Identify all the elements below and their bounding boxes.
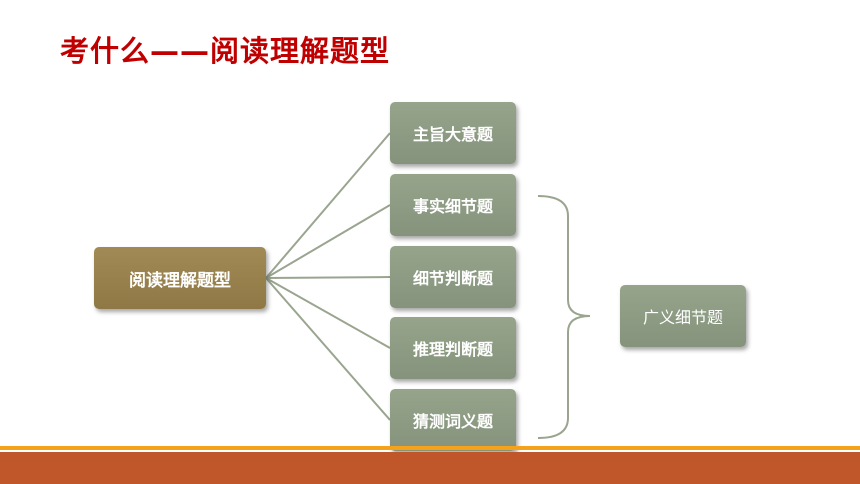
group-brace bbox=[537, 195, 591, 439]
node-main-idea: 主旨大意题 bbox=[390, 102, 516, 164]
node-fact-detail: 事实细节题 bbox=[390, 174, 516, 236]
footer-bar bbox=[0, 452, 860, 484]
root-node: 阅读理解题型 bbox=[94, 247, 266, 309]
connector-fact-detail bbox=[265, 204, 391, 279]
node-detail-judgment: 细节判断题 bbox=[390, 246, 516, 308]
footer-accent-line bbox=[0, 446, 860, 450]
group-node-broad-detail: 广义细节题 bbox=[620, 285, 746, 347]
slide-title: 考什么——阅读理解题型 bbox=[60, 34, 391, 68]
connector-detail-judgment bbox=[265, 276, 391, 279]
connector-inference bbox=[265, 277, 391, 349]
node-word-meaning: 猜测词义题 bbox=[390, 389, 516, 451]
connector-word-meaning bbox=[265, 277, 391, 421]
connector-main-idea bbox=[265, 132, 391, 279]
node-inference: 推理判断题 bbox=[390, 317, 516, 379]
